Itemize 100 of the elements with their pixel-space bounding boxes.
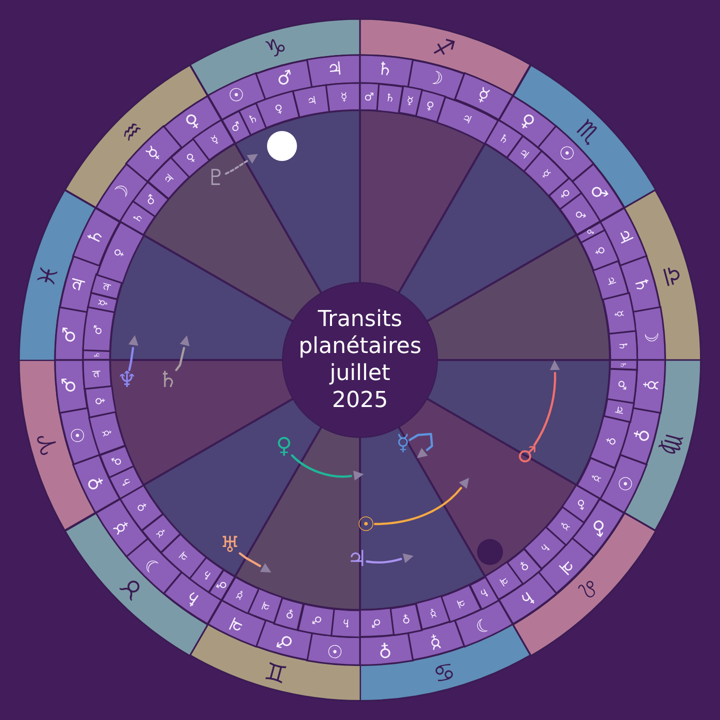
planet-symbol: ♀ [273,102,284,116]
transit-planet-symbol: ♅ [220,535,240,557]
planet-symbol: ♀ [182,110,204,133]
planet-symbol: ♃ [612,404,625,416]
zodiac-sign-symbol: ♍ [658,430,686,458]
zodiac-band-segment [512,64,656,208]
planet-symbol: ♀ [94,396,106,406]
planet-symbol: ☿ [96,298,109,308]
zodiac-band-segment [64,64,208,208]
term-segment [468,576,500,610]
transit-planet-symbol: ♂ [517,445,537,467]
planet-symbol: ♂ [274,630,295,652]
planet-symbol: ♄ [84,226,108,248]
planet-symbol: ☿ [234,588,246,602]
planet-symbol: ♄ [246,112,260,126]
planet-symbol: ♃ [604,274,618,288]
planet-symbol: ♂ [144,192,158,207]
transit-planet-symbol: ♆ [117,370,137,392]
planet-symbol: ♂ [92,324,104,336]
planet-symbol: ☉ [68,425,90,446]
zodiac-sign-symbol: ♎ [658,262,686,290]
planet-symbol: ☿ [154,526,168,540]
zodiac-sign-symbol: ♑ [262,34,290,62]
planet-symbol: ♃ [100,281,114,294]
planet-symbol: ♄ [617,340,629,352]
planet-symbol: ☽ [640,326,660,344]
motion-arrow [175,335,190,372]
planet-symbol: ☿ [406,95,415,108]
motion-arrow [408,432,434,458]
planet-symbol: ♀ [400,613,411,626]
planet-symbol: ♄ [130,211,146,226]
motion-arrow [533,360,560,446]
planet-symbol: ♀ [112,246,126,259]
planet-symbol: ♃ [460,112,474,126]
planet-symbol: ♂ [274,68,295,90]
term-segment [359,82,380,112]
planet-symbol: ♂ [572,207,588,222]
planet-symbol: ♂ [310,614,322,626]
zodiac-band-segment [512,512,656,656]
planet-symbol: ♂ [60,376,80,394]
term-segment [255,90,300,130]
transit-planet-symbol: ♇ [206,168,226,190]
term-segment [84,385,116,419]
planet-symbol: ♃ [612,226,636,248]
chart-title: Transits planétaires juillet 2025 [298,306,422,414]
planet-symbol: ☉ [612,472,636,494]
planet-symbol: ☿ [428,630,443,652]
transit-planet-symbol: ♄ [158,370,178,392]
planet-symbol: ☿ [589,472,602,484]
planet-symbol: ♄ [537,540,552,556]
planet-symbol: ♀ [85,473,108,493]
planet-symbol: ♄ [181,586,205,610]
planet-symbol: ♀ [425,100,436,112]
planet-symbol: ♂ [215,577,230,592]
planet-symbol: ☿ [428,607,438,620]
decan-segment [454,72,514,122]
planet-symbol: ♀ [558,188,572,201]
planet-symbol: ♄ [515,586,539,610]
term-segment [273,596,305,631]
planet-symbol: ♀ [517,559,531,574]
planet-symbol: ♃ [454,596,468,610]
planet-symbol: ☉ [326,640,344,660]
planet-symbol: ♄ [376,60,394,80]
planet-symbol: ♀ [134,500,148,514]
planet-symbol: ♂ [586,515,610,539]
planet-symbol: ♄ [496,132,511,146]
planet-symbol: ☿ [613,310,626,319]
zodiac-sign-symbol: ♓ [34,262,62,290]
planet-symbol: ☿ [558,520,572,532]
planet-symbol: ☿ [474,86,492,107]
planet-symbol: ☿ [100,428,113,438]
term-segment [98,444,134,478]
term-segment [296,602,335,636]
planet-symbol: ♂ [574,496,588,511]
planet-symbol: ♃ [306,94,318,108]
planet-symbol: ♄ [384,92,396,104]
transit-planet-symbol: ☉ [357,514,375,534]
zodiac-sign-symbol: ♈ [34,430,62,458]
term-segment [592,260,630,300]
term-segment [602,292,636,335]
planet-symbol: ♃ [258,599,272,613]
motion-arrow [224,154,258,175]
planet-symbol: ♀ [184,151,198,165]
zodiac-sign-symbol: ♋ [430,658,458,686]
planet-symbol: ♂ [616,380,628,391]
planet-symbol: ♂ [110,454,124,468]
planet-symbol: ♃ [496,574,511,588]
transit-planet-symbol: ☿ [396,433,410,455]
term-segment [292,84,331,118]
term-segment [325,82,361,113]
term-segment [415,89,447,124]
planet-symbol: ☿ [340,91,348,103]
planet-symbol: ♄ [340,617,352,629]
planet-symbol: ☉ [226,84,248,108]
term-segment [359,607,395,638]
planet-symbol: ☽ [425,68,446,90]
motion-arrow [128,335,138,372]
motion-arrow [374,478,470,526]
motion-arrow [290,454,364,481]
planet-symbol: ♃ [68,274,90,295]
